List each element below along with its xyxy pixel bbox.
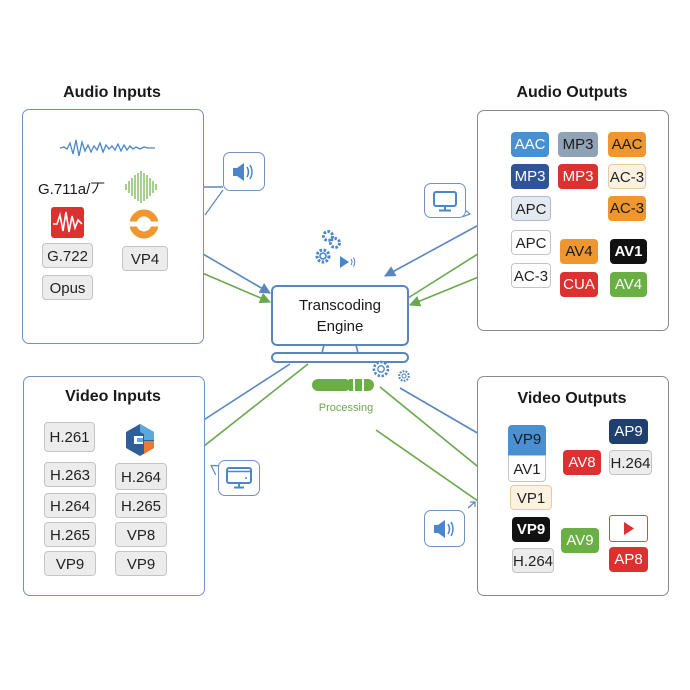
gear-icon bbox=[372, 360, 390, 378]
chevron-mark bbox=[467, 501, 476, 509]
monitor-icon bbox=[226, 467, 252, 489]
chip-mp3[interactable]: MP3 bbox=[558, 132, 598, 157]
chip-av8[interactable]: AV8 bbox=[563, 450, 601, 475]
audio-inputs-title: Audio Inputs bbox=[63, 84, 161, 101]
speaker-icon-box[interactable] bbox=[223, 152, 265, 191]
chip-h264[interactable]: H.264 bbox=[44, 493, 96, 518]
connector-line bbox=[204, 189, 224, 216]
play-button-icon bbox=[624, 522, 634, 535]
video-outputs-title: Video Outputs bbox=[517, 390, 627, 407]
orange-codec-icon bbox=[129, 209, 159, 239]
chip-ap9[interactable]: AP9 bbox=[609, 419, 648, 444]
hexagon-logo-icon bbox=[126, 424, 154, 456]
chip-mp3[interactable]: MP3 bbox=[558, 164, 598, 189]
green-soundwave-icon bbox=[125, 171, 157, 203]
speaker-icon bbox=[233, 163, 253, 181]
chip-g722[interactable]: G.722 bbox=[42, 243, 93, 268]
chip-av4[interactable]: AV4 bbox=[610, 272, 647, 297]
play-sound-icon bbox=[340, 256, 356, 268]
chip-ac3[interactable]: AC-3 bbox=[608, 164, 646, 189]
speaker-icon bbox=[434, 520, 454, 538]
audio-outputs-title: Audio Outputs bbox=[516, 84, 628, 101]
chip-h261[interactable]: H.261 bbox=[44, 422, 95, 452]
chip-apc[interactable]: APC bbox=[511, 196, 551, 221]
chip-ac3[interactable]: AC-3 bbox=[608, 196, 646, 221]
chip-h264[interactable]: H.264 bbox=[609, 450, 652, 475]
engine-base bbox=[271, 352, 409, 363]
chip-apc[interactable]: APC bbox=[511, 230, 551, 255]
chip-vp4[interactable]: VP4 bbox=[122, 246, 168, 271]
play-button[interactable] bbox=[609, 515, 648, 542]
chip-h264[interactable]: H.264 bbox=[115, 463, 167, 490]
chip-av4[interactable]: AV4 bbox=[560, 239, 598, 264]
chip-av1[interactable]: AV1 bbox=[508, 455, 546, 482]
engine-neck bbox=[321, 344, 359, 354]
chip-vp1[interactable]: VP1 bbox=[510, 485, 552, 510]
chip-opus[interactable]: Opus bbox=[42, 275, 93, 300]
chip-h263[interactable]: H.263 bbox=[44, 462, 96, 487]
chip-av1[interactable]: AV1 bbox=[610, 239, 647, 264]
engine-title-line1: Transcoding bbox=[299, 297, 381, 314]
monitor-icon-box[interactable] bbox=[424, 183, 466, 218]
monitor-icon bbox=[433, 191, 457, 212]
gears-icon bbox=[315, 230, 341, 264]
chip-aac[interactable]: AAC bbox=[511, 132, 549, 157]
chip-vp9[interactable]: VP9 bbox=[115, 551, 167, 576]
chip-h265[interactable]: H.265 bbox=[44, 522, 96, 547]
chip-h265[interactable]: H.265 bbox=[115, 493, 167, 518]
video-inputs-title: Video Inputs bbox=[65, 388, 161, 405]
chip-av9[interactable]: AV9 bbox=[561, 528, 599, 553]
chip-vp8[interactable]: VP8 bbox=[115, 522, 167, 547]
processing-label: Processing bbox=[318, 402, 374, 414]
chip-vp9[interactable]: VP9 bbox=[508, 425, 546, 455]
engine-title-line2: Engine bbox=[316, 318, 364, 335]
red-waveform-icon bbox=[51, 207, 84, 238]
processing-progress-bar bbox=[312, 379, 374, 391]
chip-mp3[interactable]: MP3 bbox=[511, 164, 549, 189]
chip-ap8[interactable]: AP8 bbox=[609, 547, 648, 572]
chip-aac[interactable]: AAC bbox=[608, 132, 646, 157]
chip-h264[interactable]: H.264 bbox=[512, 548, 554, 573]
chip-vp9[interactable]: VP9 bbox=[44, 551, 96, 576]
speaker-icon-box[interactable] bbox=[424, 510, 465, 547]
chip-cua[interactable]: CUA bbox=[560, 272, 598, 297]
waveform-icon bbox=[59, 139, 155, 157]
chip-vp9[interactable]: VP9 bbox=[512, 517, 550, 542]
gear-small-icon bbox=[398, 370, 410, 382]
chip-ac3[interactable]: AC-3 bbox=[511, 263, 551, 288]
g711-label: G.711a/丆 bbox=[38, 181, 106, 198]
monitor-icon-box[interactable] bbox=[218, 460, 260, 496]
transcoding-engine[interactable]: Transcoding Engine bbox=[271, 285, 409, 346]
